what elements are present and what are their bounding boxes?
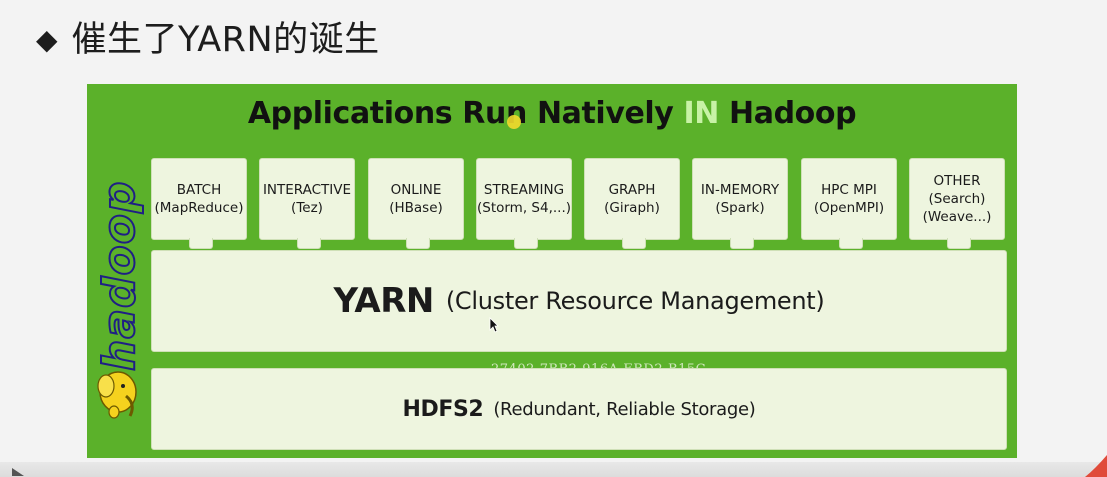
app-box-in-memory: IN-MEMORY (Spark) [692, 158, 788, 249]
connector-tab [297, 238, 321, 249]
bottom-shadow-bar [0, 462, 1107, 477]
diagram-title-end: Hadoop [729, 96, 857, 131]
yarn-layer-description: (Cluster Resource Management) [445, 287, 825, 315]
hdfs-layer-description: (Redundant, Reliable Storage) [493, 398, 756, 420]
app-box-title: OTHER [933, 173, 981, 189]
app-box-subtitle: (Spark) [715, 200, 765, 216]
diagram-title: Applications Run Natively IN Hadoop [87, 96, 1017, 131]
connector-tab [839, 238, 863, 249]
app-box-title: INTERACTIVE [262, 182, 352, 198]
cursor-highlight-dot [507, 115, 521, 129]
app-box-subtitle: (HBase) [389, 200, 443, 216]
app-box-hpc-mpi: HPC MPI (OpenMPI) [801, 158, 897, 249]
hadoop-architecture-diagram: Applications Run Natively IN Hadoop hado… [87, 84, 1017, 458]
app-box-subtitle-2: (Weave...) [922, 209, 992, 225]
app-box-title: BATCH [176, 182, 222, 198]
hdfs-layer-name: HDFS2 [402, 396, 484, 422]
hadoop-logo-wordmark: hadoop [93, 180, 146, 372]
app-box-batch: BATCH (MapReduce) [151, 158, 247, 249]
hadoop-logo: hadoop [92, 180, 148, 450]
app-box-title: STREAMING [483, 182, 565, 198]
connector-tab [730, 238, 754, 249]
app-box-subtitle: (Storm, S4,...) [476, 200, 572, 216]
app-box-other: OTHER (Search) (Weave...) [909, 158, 1005, 249]
yarn-layer: YARN (Cluster Resource Management) [151, 250, 1007, 352]
app-box-streaming: STREAMING (Storm, S4,...) [476, 158, 572, 249]
app-box-graph: GRAPH (Giraph) [584, 158, 680, 249]
app-box-subtitle: (Tez) [291, 200, 323, 216]
connector-tab [189, 238, 213, 249]
mouse-pointer-icon [489, 317, 499, 333]
app-box-title: HPC MPI [821, 182, 877, 198]
app-box-interactive: INTERACTIVE (Tez) [259, 158, 355, 249]
app-box-subtitle: (Search) [928, 191, 986, 207]
app-box-title: GRAPH [608, 182, 656, 198]
connector-tab [406, 238, 430, 249]
slide-title: ◆ 催生了YARN的诞生 [36, 16, 380, 64]
diagram-title-highlight: IN [683, 96, 720, 131]
hadoop-elephant-icon [97, 371, 137, 419]
app-box-subtitle: (OpenMPI) [813, 200, 885, 216]
app-box-subtitle: (MapReduce) [154, 200, 244, 216]
diagram-title-start: Applications Run Natively [247, 96, 674, 131]
connector-tab [622, 238, 646, 249]
app-box-subtitle: (Giraph) [604, 200, 660, 216]
hdfs-layer: HDFS2 (Redundant, Reliable Storage) [151, 368, 1007, 450]
app-box-online: ONLINE (HBase) [368, 158, 464, 249]
diamond-bullet-icon: ◆ [36, 23, 58, 56]
corner-logo-icon [1085, 455, 1107, 477]
app-box-title: IN-MEMORY [700, 182, 780, 198]
connector-tab [947, 238, 971, 249]
arrow-left-icon [12, 468, 24, 476]
yarn-layer-name: YARN [333, 281, 435, 321]
app-box-title: ONLINE [390, 182, 442, 198]
slide-title-text: 催生了YARN的诞生 [71, 19, 380, 60]
connector-tab [514, 238, 538, 249]
